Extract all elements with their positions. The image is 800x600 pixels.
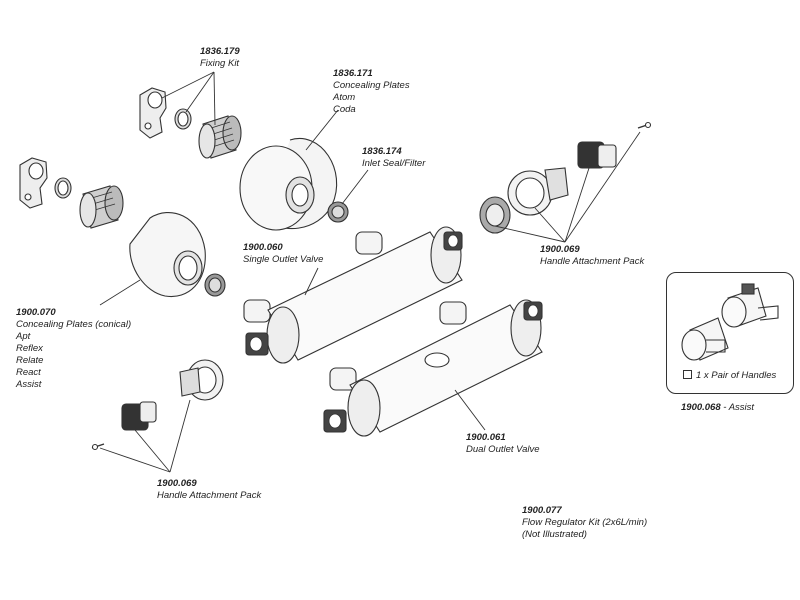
label-single-outlet-valve: 1900.060 Single Outlet Valve [243,242,323,266]
assist-handles-illustration [681,283,779,361]
label-handle-pack-right: 1900.069 Handle Attachment Pack [540,244,644,268]
inlet-seal-lower [204,273,226,297]
label-line: (Not Illustrated) [522,529,587,540]
label-line: Concealing Plates [333,80,410,91]
label-line: Coda [333,104,356,115]
handle-pack-left-parts [91,359,224,451]
dual-outlet-valve [323,299,543,437]
label-line: Flow Regulator Kit (2x6L/min) [522,517,648,528]
label-code: 1900.060 [243,242,283,253]
handle-pack-right-leaders [494,131,641,243]
label-line: Apt [16,331,31,342]
label-inlet-seal: 1836.174 Inlet Seal/Filter [362,146,425,170]
assist-caption-text: - Assist [720,402,755,413]
assist-note: 1 x Pair of Handles [683,370,776,381]
label-line: Dual Outlet Valve [466,444,540,455]
label-code: 1900.070 [16,307,56,318]
assist-handles-inset: 1 x Pair of Handles [666,272,794,394]
label-code: 1836.179 [200,46,240,57]
leader-conical-plate [99,279,141,306]
label-code: 1900.077 [522,505,562,516]
fixing-kit-parts [139,87,242,159]
leader-concealing-plates [305,109,339,151]
fixing-kit-leaders [161,71,216,126]
label-fixing-kit: 1836.179 Fixing Kit [200,46,240,70]
label-line: Concealing Plates (conical) [16,319,132,330]
checkbox-icon [683,370,692,379]
label-code: 1900.069 [540,244,580,255]
fixing-kit-parts-left [19,157,124,229]
label-line: React [16,367,41,378]
label-handle-pack-left: 1900.069 Handle Attachment Pack [157,478,261,502]
label-line: Fixing Kit [200,58,240,69]
concealing-plate-conical [129,212,206,298]
leader-inlet-seal [341,169,369,205]
inlet-seal-filter [327,201,349,223]
single-outlet-valve [243,226,463,364]
label-line: Inlet Seal/Filter [362,158,426,169]
label-flow-regulator: 1900.077 Flow Regulator Kit (2x6L/min) (… [522,505,647,541]
label-line: Relate [16,355,44,366]
label-line: Single Outlet Valve [243,254,324,265]
label-line: Handle Attachment Pack [157,490,262,501]
label-code: 1900.069 [157,478,197,489]
assist-caption: 1900.068 - Assist [681,402,754,413]
handle-pack-left-leaders [99,399,191,473]
label-code: 1836.171 [333,68,373,79]
label-dual-outlet-valve: 1900.061 Dual Outlet Valve [466,432,540,456]
label-code: 1836.174 [362,146,402,157]
concealing-plate-round [239,137,338,231]
label-line: Reflex [16,343,43,354]
label-concealing-plates-conical: 1900.070 Concealing Plates (conical) Apt… [16,307,131,391]
handle-pack-right-parts [479,121,652,234]
leader-single-outlet [304,267,319,296]
leader-dual-outlet [454,389,486,431]
assist-note-text: 1 x Pair of Handles [696,370,777,381]
label-concealing-plates: 1836.171 Concealing Plates Atom Coda [333,68,410,116]
label-line: Handle Attachment Pack [540,256,645,267]
label-line: Assist [16,379,42,390]
label-code: 1900.061 [466,432,506,443]
label-line: Atom [333,92,356,103]
assist-code: 1900.068 [681,402,721,413]
